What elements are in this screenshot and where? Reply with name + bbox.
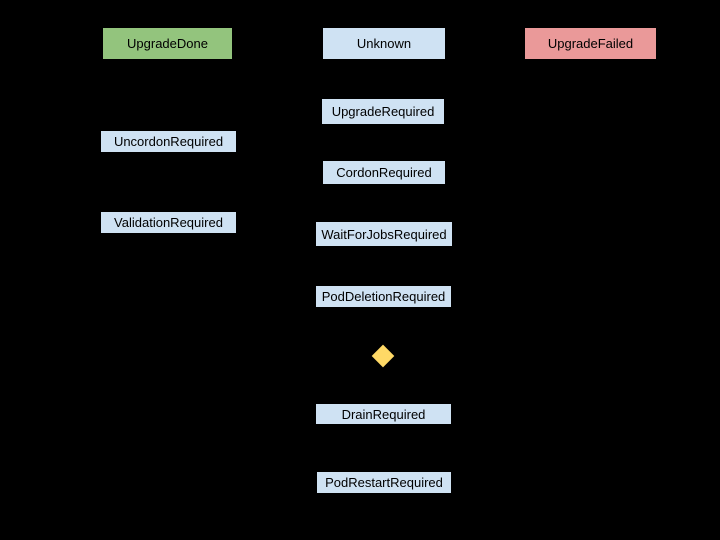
node-pod-restart-required: PodRestartRequired: [316, 471, 452, 494]
node-drain-required: DrainRequired: [315, 403, 452, 425]
node-validation-required: ValidationRequired: [100, 211, 237, 234]
decision-diamond-icon: [371, 344, 395, 368]
node-unknown: Unknown: [322, 27, 446, 60]
node-wait-for-jobs-required: WaitForJobsRequired: [315, 221, 453, 247]
node-upgrade-required: UpgradeRequired: [321, 98, 445, 125]
node-uncordon-required: UncordonRequired: [100, 130, 237, 153]
node-upgrade-failed: UpgradeFailed: [524, 27, 657, 60]
node-pod-deletion-required: PodDeletionRequired: [315, 285, 452, 308]
node-upgrade-done: UpgradeDone: [102, 27, 233, 60]
node-cordon-required: CordonRequired: [322, 160, 446, 185]
